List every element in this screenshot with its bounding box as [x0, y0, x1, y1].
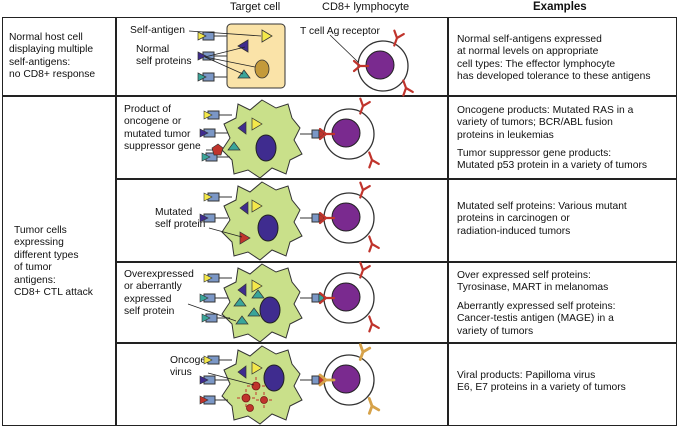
tumor-cell-row5 [199, 345, 326, 425]
virus-icon [241, 381, 268, 412]
lymphocyte-row3 [318, 181, 380, 253]
tcr-label: T cell Ag receptor [300, 26, 380, 37]
tumor-cell-row3 [199, 181, 326, 261]
header-examples: Examples [533, 1, 587, 13]
header-cd8-lymphocyte: CD8+ lymphocyte [322, 1, 410, 13]
lymphocyte-row2 [318, 97, 380, 169]
lymphocyte-row5 [318, 343, 381, 415]
row4-examples-box: Over expressed self proteins:Tyrosinase,… [448, 262, 677, 343]
tumor-cell-row2 [199, 99, 326, 179]
row4-examples-a: Over expressed self proteins:Tyrosinase,… [457, 270, 609, 294]
tumor-cell-row4 [187, 263, 326, 343]
lymphocyte-row4 [318, 261, 380, 333]
row2-examples-b: Tumor suppressor gene products:Mutated p… [457, 148, 648, 172]
normal-host-cell [188, 23, 286, 89]
row4-examples-b: Aberrantly expressed self proteins:Cance… [457, 301, 616, 337]
header-target-cell: Target cell [230, 1, 281, 13]
lymphocyte-row1 [329, 29, 414, 97]
self-antigen-label: Self-antigen [130, 25, 185, 36]
